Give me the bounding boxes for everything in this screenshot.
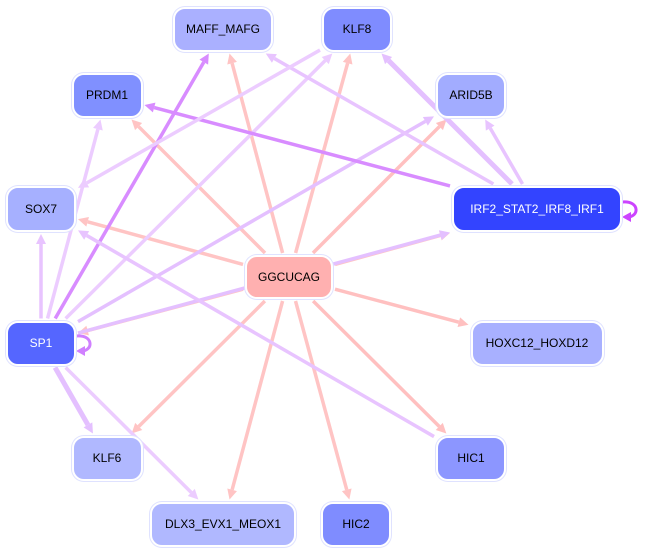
edge-irf2-to-prdm1 [144, 102, 451, 188]
node-klf6[interactable]: KLF6 [71, 435, 143, 481]
node-label: MAFF_MAFG [186, 22, 260, 36]
node-label: KLF8 [342, 22, 372, 36]
node-hic1[interactable]: HIC1 [436, 435, 506, 481]
edge-sp1-to-arid5b [77, 116, 434, 324]
edge-irf2-to-arid5b [485, 119, 525, 185]
edge-ggcucag-to-prdm1 [131, 119, 267, 255]
edge-ggcucag-to-arid5b [311, 119, 447, 255]
edge-ggcucag-to-klf6 [131, 299, 267, 434]
node-klf8[interactable]: KLF8 [322, 6, 392, 52]
node-label: GGCUCAG [257, 270, 320, 284]
node-dlx3[interactable]: DLX3_EVX1_MEOX1 [150, 501, 296, 547]
edge-klf8-to-sox7 [78, 48, 321, 188]
edge-hic1-to-sox7 [78, 230, 435, 439]
node-hoxc12[interactable]: HOXC12_HOXD12 [470, 320, 604, 366]
edge-irf2-to-klf8 [381, 53, 514, 186]
node-maff_mafg[interactable]: MAFF_MAFG [173, 6, 273, 52]
node-label: DLX3_EVX1_MEOX1 [164, 517, 282, 531]
edge-irf2-to-maff_mafg [265, 53, 495, 186]
node-irf2[interactable]: IRF2_STAT2_IRF8_IRF1 [452, 186, 622, 232]
edge-sp1-to-dlx3 [64, 366, 199, 500]
edge-sp1-to-maff_mafg [53, 53, 209, 320]
node-ggcucag[interactable]: GGCUCAG [245, 255, 333, 299]
edge-sp1-to-klf6 [52, 366, 93, 434]
node-label: SP1 [29, 336, 53, 350]
edge-irf2-to-irf2 [621, 200, 638, 222]
edge-ggcucag-to-hic1 [311, 299, 447, 434]
edge-ggcucag-to-sox7 [78, 216, 244, 267]
node-label: SOX7 [24, 202, 57, 216]
node-label: IRF2_STAT2_IRF8_IRF1 [470, 202, 604, 216]
edge-ggcucag-to-hoxc12 [334, 287, 469, 328]
node-label: PRDM1 [85, 88, 128, 102]
node-arid5b[interactable]: ARID5B [436, 72, 506, 118]
node-label: ARID5B [449, 88, 493, 102]
edge-sp1-to-klf8 [64, 53, 333, 320]
edge-ggcucag-to-dlx3 [227, 300, 285, 500]
edge-ggcucag-to-hic2 [293, 300, 352, 500]
node-label: HIC1 [457, 451, 485, 465]
node-sox7[interactable]: SOX7 [6, 186, 76, 232]
node-prdm1[interactable]: PRDM1 [71, 72, 143, 118]
node-label: HOXC12_HOXD12 [485, 336, 589, 350]
node-label: KLF6 [92, 451, 122, 465]
node-label: HIC2 [342, 517, 370, 531]
edge-sp1-to-sp1 [75, 334, 92, 356]
node-sp1[interactable]: SP1 [6, 320, 76, 366]
edge-sp1-to-sox7 [36, 234, 46, 319]
node-hic2[interactable]: HIC2 [321, 501, 391, 547]
